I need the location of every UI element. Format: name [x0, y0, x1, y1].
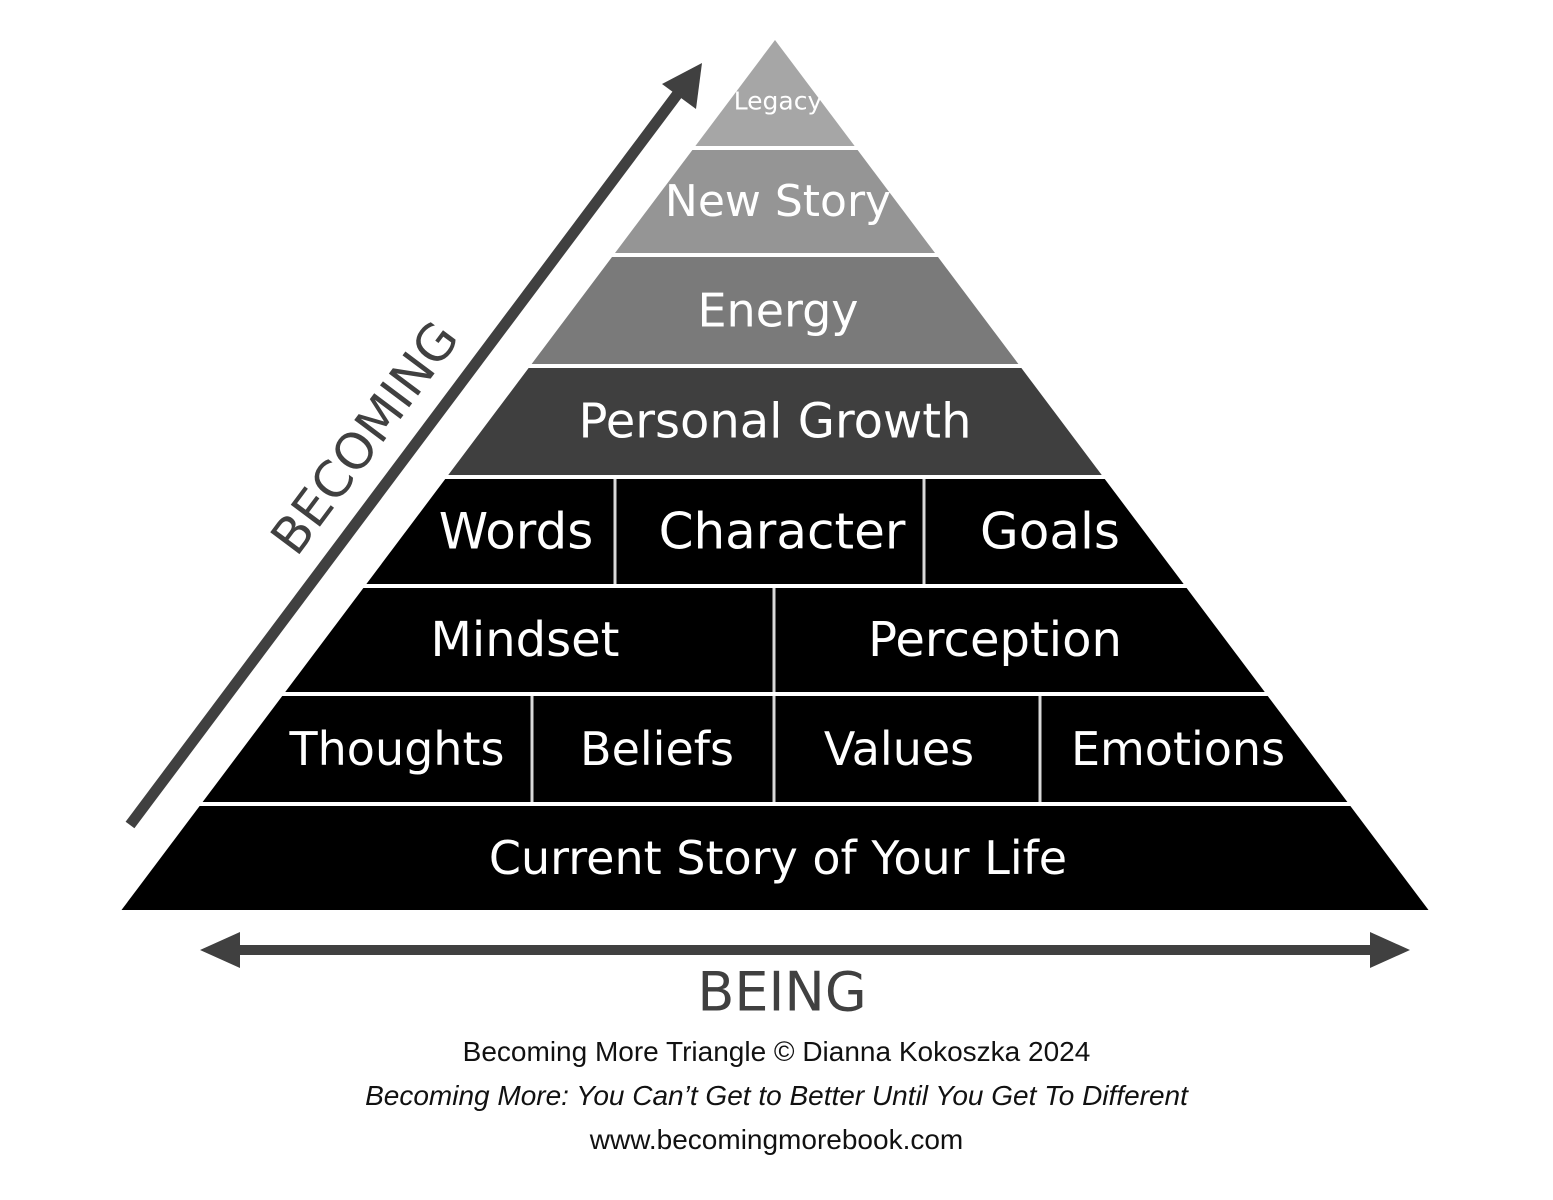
tier-new-story-band [615, 150, 935, 253]
tier-energy-band [531, 257, 1019, 364]
tier-cell-label: Beliefs [580, 722, 734, 776]
becoming-arrow [125, 63, 702, 829]
being-arrow-right-head [1370, 932, 1410, 968]
tier-personal-growth-band [448, 368, 1102, 475]
becoming-arrow-shaft [125, 84, 687, 829]
tier-cell-label: Thoughts [289, 722, 505, 776]
tier-current-story: Current Story of Your Life [121, 806, 1429, 910]
tier-cell-label: Energy [697, 284, 858, 338]
being-label: BEING [697, 961, 866, 1024]
tier-personal-growth: Personal Growth [448, 368, 1102, 475]
tier-cell-label: Mindset [431, 612, 620, 668]
tier-words-character-goals: Words Character Goals [366, 479, 1184, 584]
being-arrow [200, 932, 1410, 968]
tier-cell-label: Current Story of Your Life [489, 831, 1067, 885]
book-subtitle: Becoming More: You Can’t Get to Better U… [365, 1080, 1188, 1111]
tier-cell-label: Emotions [1071, 722, 1285, 776]
becoming-arrow-head [662, 63, 702, 109]
tier-current-story-band [121, 806, 1429, 910]
tier-foundations: Thoughts Beliefs Values Emotions [202, 696, 1348, 802]
tier-mindset-perception: Mindset Perception [285, 588, 1265, 692]
tier-cell-label: New Story [665, 176, 891, 227]
copyright-credit: Becoming More Triangle © Dianna Kokoszka… [462, 1036, 1091, 1067]
tier-words-character-goals-band [366, 479, 1184, 584]
tier-energy: Energy [531, 257, 1019, 364]
tier-cell-label: Perception [868, 612, 1122, 668]
tier-cell-label: Legacy [734, 87, 823, 116]
tier-cell-label: Goals [980, 503, 1120, 561]
being-arrow-left-head [200, 932, 240, 968]
tier-legacy-band [695, 40, 855, 146]
tier-cell-label: Character [659, 503, 906, 561]
tier-cell-label: Personal Growth [578, 394, 971, 450]
tier-new-story: New Story [615, 150, 935, 253]
tier-legacy: Legacy [695, 40, 855, 146]
website-url: www.becomingmorebook.com [589, 1124, 964, 1155]
tier-cell-label: Words [439, 503, 594, 561]
tier-cell-label: Values [824, 722, 974, 776]
